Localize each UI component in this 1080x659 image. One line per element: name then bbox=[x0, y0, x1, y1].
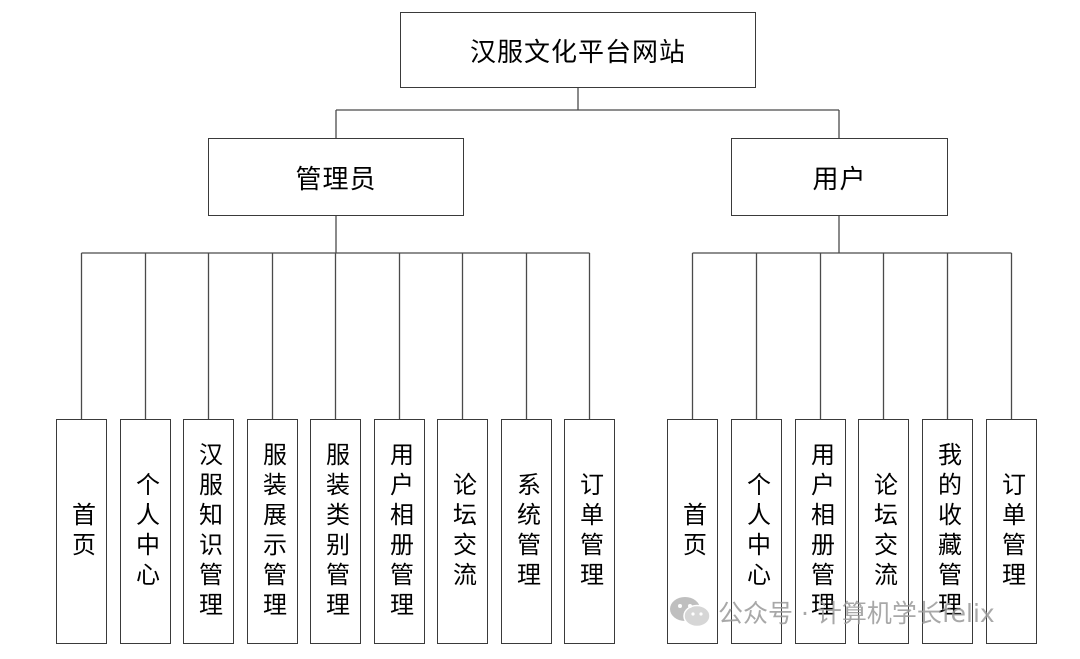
admin-module-node: 服装展示管理 bbox=[247, 419, 298, 644]
admin-module-node: 个人中心 bbox=[120, 419, 171, 644]
wechat-icon bbox=[670, 597, 711, 628]
admin-module-label: 系统管理 bbox=[512, 471, 541, 592]
user-module-node: 个人中心 bbox=[731, 419, 782, 644]
root-node-label: 汉服文化平台网站 bbox=[469, 37, 686, 68]
watermark: 公众号 · 计算机学长felix bbox=[668, 594, 995, 630]
user-module-label: 我的收藏管理 bbox=[933, 441, 962, 622]
admin-module-label: 首页 bbox=[67, 501, 96, 562]
admin-module-label: 服装展示管理 bbox=[258, 441, 287, 622]
role-node-user: 用户 bbox=[731, 138, 948, 216]
user-module-label: 用户相册管理 bbox=[806, 441, 835, 622]
root-node: 汉服文化平台网站 bbox=[400, 12, 756, 88]
admin-module-node: 用户相册管理 bbox=[374, 419, 425, 644]
user-module-node: 论坛交流 bbox=[858, 419, 909, 644]
admin-module-label: 服装类别管理 bbox=[321, 441, 350, 622]
user-module-node: 用户相册管理 bbox=[795, 419, 846, 644]
admin-module-label: 订单管理 bbox=[575, 471, 604, 592]
user-module-node: 订单管理 bbox=[986, 419, 1037, 644]
role-node-admin: 管理员 bbox=[208, 138, 464, 216]
admin-module-node: 汉服知识管理 bbox=[183, 419, 234, 644]
role-node-admin-label: 管理员 bbox=[295, 164, 377, 195]
user-module-label: 个人中心 bbox=[742, 471, 771, 592]
admin-module-node: 首页 bbox=[56, 419, 107, 644]
user-module-label: 论坛交流 bbox=[869, 471, 898, 592]
admin-module-label: 论坛交流 bbox=[448, 471, 477, 592]
admin-module-label: 用户相册管理 bbox=[385, 441, 414, 622]
role-node-user-label: 用户 bbox=[812, 164, 867, 195]
admin-module-node: 服装类别管理 bbox=[310, 419, 361, 644]
admin-module-node: 系统管理 bbox=[501, 419, 552, 644]
watermark-text: 公众号 · 计算机学长felix bbox=[718, 599, 995, 628]
admin-module-node: 论坛交流 bbox=[437, 419, 488, 644]
admin-module-label: 个人中心 bbox=[131, 471, 160, 592]
admin-module-node: 订单管理 bbox=[564, 419, 615, 644]
user-module-label: 订单管理 bbox=[997, 471, 1026, 592]
user-module-label: 首页 bbox=[678, 501, 707, 562]
admin-module-label: 汉服知识管理 bbox=[194, 441, 223, 622]
user-module-node: 我的收藏管理 bbox=[922, 419, 973, 644]
